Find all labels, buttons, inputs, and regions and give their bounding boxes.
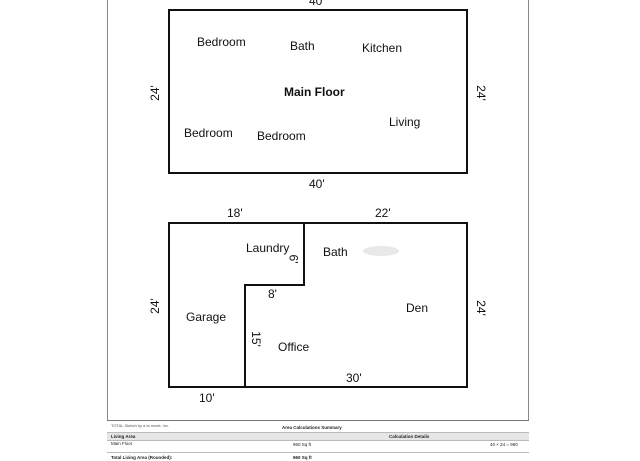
lower-floor-top-right-dimension: 22': [375, 206, 391, 220]
row-sqft: 960 Sq ft: [293, 442, 312, 447]
garage-outline: [168, 222, 304, 388]
room-label-den: Den: [406, 301, 429, 315]
sketch-credit: TOTAL Sketch by a la mode, inc.: [111, 423, 170, 428]
area-table-header: Living Area Calculation Details: [107, 432, 529, 441]
lower-floor-right-dimension: 24': [473, 300, 488, 316]
room-label-bath: Bath: [290, 39, 315, 53]
room-label-kitchen: Kitchen: [362, 41, 403, 55]
laundry-dimension: 6': [286, 254, 301, 264]
main-floor-right-dimension: 24': [473, 85, 488, 101]
main-floor-outline: [168, 9, 468, 174]
room-label-bedroom-1: Bedroom: [197, 35, 246, 49]
main-floor-top-dimension: 40': [309, 0, 325, 8]
room-label-bedroom-2: Bedroom: [184, 126, 233, 140]
row-label: Main Floor: [111, 441, 133, 446]
row-calc: 40 × 24 = 960: [490, 442, 518, 447]
lower-floor-bottom-right-dimension: 30': [346, 371, 362, 385]
main-floor-title: Main Floor: [284, 85, 345, 99]
office-dimension: 15': [248, 331, 263, 347]
room-label-lower-bath: Bath: [323, 245, 348, 259]
total-sqft: 960 Sq ft: [293, 455, 312, 460]
main-floor-left-dimension: 24': [147, 85, 162, 101]
area-summary-title: Area Calculations Summary: [282, 425, 342, 430]
room-label-garage: Garage: [186, 310, 227, 324]
calc-details-header: Calculation Details: [389, 434, 430, 439]
living-area-header: Living Area: [111, 434, 136, 439]
lower-floor-bottom-left-dimension: 10': [199, 391, 215, 405]
lower-floor-top-left-dimension: 18': [227, 206, 243, 220]
total-label: Total Living Area (Rounded):: [111, 455, 173, 460]
lower-floor-outline: [169, 222, 468, 388]
lower-floor-left-dimension: 24': [147, 298, 162, 314]
room-label-laundry: Laundry: [246, 241, 290, 255]
main-floor-bottom-dimension: 40': [309, 177, 325, 191]
step-dimension: 8': [268, 287, 277, 301]
room-label-living: Living: [389, 115, 421, 129]
area-calculations-footer: TOTAL Sketch by a la mode, inc. Area Cal…: [107, 420, 529, 461]
room-label-office: Office: [278, 340, 310, 354]
smudge-mark: [363, 246, 399, 256]
total-row: Total Living Area (Rounded): 960 Sq ft: [107, 452, 529, 461]
floor-plan-drawing: [168, 9, 468, 388]
table-row: Main Floor 960 Sq ft 40 × 24 = 960: [107, 440, 529, 448]
sheet-border-right: [528, 0, 529, 420]
room-label-bedroom-3: Bedroom: [257, 129, 306, 143]
sheet-border-left: [107, 0, 108, 420]
